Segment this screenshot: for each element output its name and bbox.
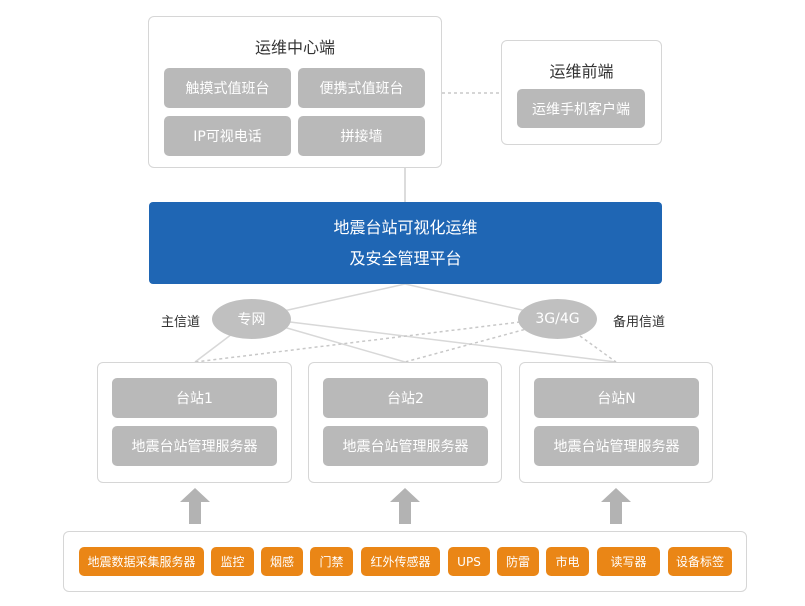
ip-videophone-chip: IP可视电话 <box>164 116 291 156</box>
device-chip-smoke-sensor: 烟感 <box>261 547 303 576</box>
station-panel-n: 台站N 地震台站管理服务器 <box>519 362 713 483</box>
connector-backup-station1 <box>194 321 521 363</box>
device-chip-ups: UPS <box>448 547 490 576</box>
primary-channel-label: 主信道 <box>161 315 201 330</box>
ops-center-panel: 运维中心端 触摸式值班台 便携式值班台 IP可视电话 拼接墙 <box>148 16 442 168</box>
backup-channel-label: 备用信道 <box>613 315 666 330</box>
platform-title-line1: 地震台站可视化运维 <box>333 218 478 237</box>
station-server-chip: 地震台站管理服务器 <box>534 426 699 466</box>
device-chip-reader: 读写器 <box>597 547 660 576</box>
station-panel-1: 台站1 地震台站管理服务器 <box>97 362 292 483</box>
video-wall-chip: 拼接墙 <box>298 116 425 156</box>
connector-primary-station2 <box>279 325 406 363</box>
device-chip-mains-power: 市电 <box>546 547 589 576</box>
ops-front-title: 运维前端 <box>549 62 614 81</box>
touch-console-chip: 触摸式值班台 <box>164 68 291 108</box>
station-name-chip: 台站N <box>534 378 699 418</box>
connector-backup-stationn <box>579 335 617 363</box>
mobile-network-node: 3G/4G <box>518 299 597 339</box>
mobile-client-chip: 运维手机客户端 <box>517 89 645 128</box>
device-chip-lightning-protection: 防雷 <box>497 547 539 576</box>
station-name-chip: 台站1 <box>112 378 277 418</box>
platform-title-line2: 及安全管理平台 <box>349 249 462 268</box>
private-network-node: 专网 <box>212 299 291 339</box>
up-arrow-icon <box>390 488 420 524</box>
ops-center-title: 运维中心端 <box>254 38 335 57</box>
up-arrow-icon <box>601 488 631 524</box>
up-arrow-icon <box>180 488 210 524</box>
station-server-chip: 地震台站管理服务器 <box>323 426 488 466</box>
connector-primary-stationn <box>289 321 617 363</box>
platform-box: 地震台站可视化运维 及安全管理平台 <box>149 202 662 284</box>
connector-primary-station1 <box>194 330 237 363</box>
station-panel-2: 台站2 地震台站管理服务器 <box>308 362 502 483</box>
device-chip-monitoring: 监控 <box>211 547 254 576</box>
device-chip-access-control: 门禁 <box>310 547 353 576</box>
device-chip-infrared-sensor: 红外传感器 <box>361 547 440 576</box>
station-name-chip: 台站2 <box>323 378 488 418</box>
station-server-chip: 地震台站管理服务器 <box>112 426 277 466</box>
ops-front-panel: 运维前端 运维手机客户端 <box>501 40 662 145</box>
device-chip-device-tag: 设备标签 <box>668 547 732 576</box>
device-chip-data-acquisition-server: 地震数据采集服务器 <box>79 547 204 576</box>
portable-console-chip: 便携式值班台 <box>298 68 425 108</box>
